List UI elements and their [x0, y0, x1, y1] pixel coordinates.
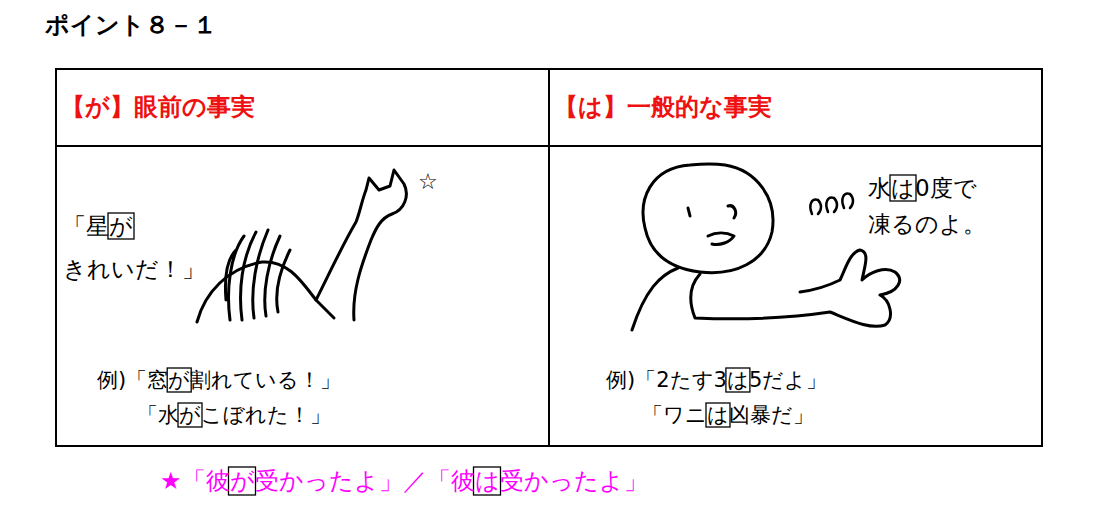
- example-text: 「水がこぼれた！」: [137, 402, 331, 429]
- example-text: 例)「窓が割れている！」: [97, 367, 341, 394]
- table-cell: 「星が きれいだ！」例)「窓が割れている！」「水がこぼれた！」: [55, 145, 550, 447]
- cat-outline: [197, 170, 406, 322]
- cat-leg: [316, 300, 334, 318]
- cat-stripes: [225, 230, 290, 320]
- example-text: 例)「2たす3は5だよ」: [606, 367, 827, 394]
- title: ポイント８－１: [45, 10, 217, 41]
- star-symbol: ☆: [418, 168, 438, 197]
- person-body: [632, 250, 900, 330]
- speech-text: 水は0度で 凍るのよ。: [868, 171, 1018, 242]
- header-cell: 【が】眼前の事実: [55, 68, 550, 147]
- example-text: 「ワニは凶暴だ」: [642, 402, 814, 429]
- person-mouth: [708, 233, 734, 245]
- cell-heading: 【は】一般的な事実: [554, 92, 772, 123]
- speech-marks: [810, 194, 853, 214]
- person-head: [643, 164, 773, 273]
- note-text: ★「彼が受かったよ」／「彼は受かったよ」: [160, 466, 648, 497]
- header-cell: 【は】一般的な事実: [548, 68, 1043, 147]
- cell-heading: 【が】眼前の事実: [61, 92, 255, 123]
- table-cell: 水は0度で 凍るのよ。例)「2たす3は5だよ」「ワニは凶暴だ」: [548, 145, 1043, 447]
- person-eyes: [688, 206, 736, 218]
- speech-text: 「星が きれいだ！」: [63, 205, 243, 290]
